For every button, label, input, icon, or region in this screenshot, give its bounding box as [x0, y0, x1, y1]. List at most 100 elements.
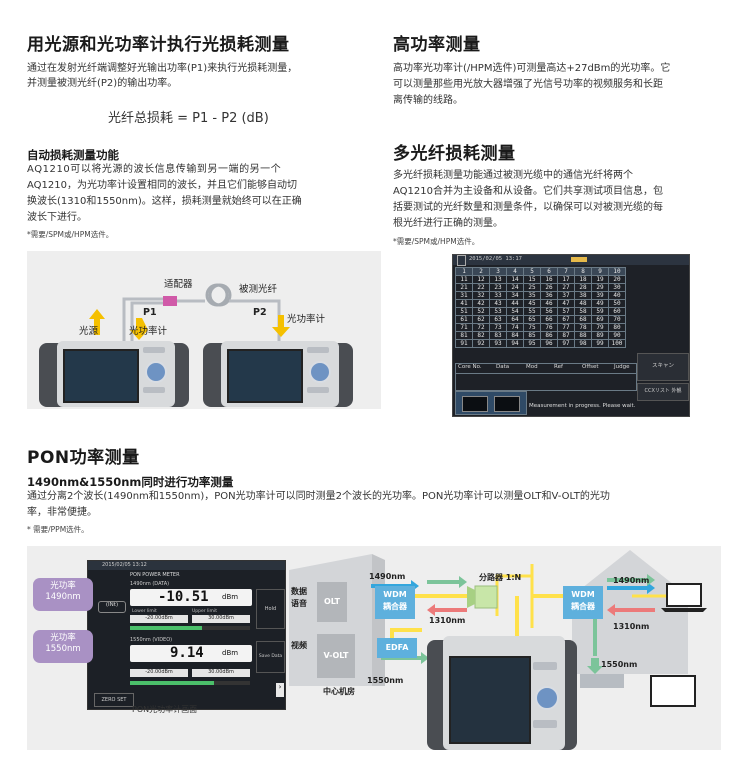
fiber-cell[interactable]: 17	[557, 275, 575, 284]
fiber-cell[interactable]: 8	[574, 267, 592, 276]
fiber-cell[interactable]: 77	[557, 323, 575, 332]
fiber-cell[interactable]: 27	[557, 283, 575, 292]
fiber-cell[interactable]: 24	[506, 283, 524, 292]
fiber-cell[interactable]: 72	[472, 323, 490, 332]
fiber-cell[interactable]: 84	[506, 331, 524, 340]
save-data-button[interactable]: Save Data	[256, 641, 285, 673]
fiber-cell[interactable]: 37	[557, 291, 575, 300]
fiber-cell[interactable]: 87	[557, 331, 575, 340]
fiber-cell[interactable]: 67	[557, 315, 575, 324]
fiber-cell[interactable]: 14	[506, 275, 524, 284]
ch2-lower-limit[interactable]: -20.00dBm	[130, 669, 188, 677]
fiber-cell[interactable]: 79	[591, 323, 609, 332]
fiber-cell[interactable]: 78	[574, 323, 592, 332]
fiber-cell[interactable]: 45	[523, 299, 541, 308]
fiber-cell[interactable]: 57	[557, 307, 575, 316]
hold-button[interactable]: Hold	[256, 589, 285, 629]
fiber-cell[interactable]: 76	[540, 323, 558, 332]
fiber-cell[interactable]: 75	[523, 323, 541, 332]
fiber-cell[interactable]: 20	[608, 275, 626, 284]
fiber-cell[interactable]: 26	[540, 283, 558, 292]
fiber-cell[interactable]: 96	[540, 339, 558, 348]
fiber-cell[interactable]: 85	[523, 331, 541, 340]
fiber-cell[interactable]: 43	[489, 299, 507, 308]
fiber-cell[interactable]: 44	[506, 299, 524, 308]
fiber-cell[interactable]: 5	[523, 267, 541, 276]
fiber-cell[interactable]: 9	[591, 267, 609, 276]
fiber-cell[interactable]: 53	[489, 307, 507, 316]
fiber-cell[interactable]: 54	[506, 307, 524, 316]
fiber-cell[interactable]: 35	[523, 291, 541, 300]
fiber-cell[interactable]: 19	[591, 275, 609, 284]
fiber-cell[interactable]: 11	[455, 275, 473, 284]
fiber-cell[interactable]: 39	[591, 291, 609, 300]
fiber-cell[interactable]: 42	[472, 299, 490, 308]
ch1-upper-limit[interactable]: 30.00dBm	[192, 615, 250, 623]
fiber-cell[interactable]: 63	[489, 315, 507, 324]
fiber-cell[interactable]: 69	[591, 315, 609, 324]
fiber-cell[interactable]: 100	[608, 339, 626, 348]
fiber-cell[interactable]: 89	[591, 331, 609, 340]
scan-button[interactable]: スキャン	[637, 353, 689, 381]
fiber-cell[interactable]: 23	[489, 283, 507, 292]
fiber-cell[interactable]: 4	[506, 267, 524, 276]
fiber-cell[interactable]: 48	[574, 299, 592, 308]
fiber-cell[interactable]: 41	[455, 299, 473, 308]
fiber-cell[interactable]: 60	[608, 307, 626, 316]
fiber-cell[interactable]: 10	[608, 267, 626, 276]
fiber-cell[interactable]: 55	[523, 307, 541, 316]
fiber-cell[interactable]: 71	[455, 323, 473, 332]
fiber-cell[interactable]: 3	[489, 267, 507, 276]
fiber-cell[interactable]: 40	[608, 291, 626, 300]
fiber-cell[interactable]: 31	[455, 291, 473, 300]
fiber-cell[interactable]: 92	[472, 339, 490, 348]
fiber-cell[interactable]: 15	[523, 275, 541, 284]
fiber-cell[interactable]: 47	[557, 299, 575, 308]
fiber-cell[interactable]: 50	[608, 299, 626, 308]
fiber-cell[interactable]: 58	[574, 307, 592, 316]
fiber-cell[interactable]: 99	[591, 339, 609, 348]
fiber-cell[interactable]: 38	[574, 291, 592, 300]
fiber-cell[interactable]: 30	[608, 283, 626, 292]
fiber-cell[interactable]: 22	[472, 283, 490, 292]
ch2-upper-limit[interactable]: 30.00dBm	[192, 669, 250, 677]
fiber-cell[interactable]: 93	[489, 339, 507, 348]
fiber-cell[interactable]: 83	[489, 331, 507, 340]
fiber-cell[interactable]: 90	[608, 331, 626, 340]
fiber-cell[interactable]: 59	[591, 307, 609, 316]
fiber-cell[interactable]: 52	[472, 307, 490, 316]
fiber-cell[interactable]: 7	[557, 267, 575, 276]
fiber-cell[interactable]: 80	[608, 323, 626, 332]
fiber-cell[interactable]: 51	[455, 307, 473, 316]
fiber-cell[interactable]: 86	[540, 331, 558, 340]
fiber-cell[interactable]: 1	[455, 267, 473, 276]
fiber-cell[interactable]: 25	[523, 283, 541, 292]
next-arrow-icon[interactable]: ›	[276, 683, 284, 697]
fiber-cell[interactable]: 6	[540, 267, 558, 276]
fiber-cell[interactable]: 95	[523, 339, 541, 348]
fiber-cell[interactable]: 62	[472, 315, 490, 324]
fiber-cell[interactable]: 82	[472, 331, 490, 340]
fiber-cell[interactable]: 36	[540, 291, 558, 300]
fiber-cell[interactable]: 12	[472, 275, 490, 284]
fiber-cell[interactable]: 70	[608, 315, 626, 324]
fiber-cell[interactable]: 21	[455, 283, 473, 292]
fiber-cell[interactable]: 46	[540, 299, 558, 308]
fiber-cell[interactable]: 61	[455, 315, 473, 324]
fiber-cell[interactable]: 32	[472, 291, 490, 300]
fiber-cell[interactable]: 68	[574, 315, 592, 324]
fiber-cell[interactable]: 13	[489, 275, 507, 284]
fiber-cell[interactable]: 81	[455, 331, 473, 340]
fiber-cell[interactable]: 56	[540, 307, 558, 316]
fiber-cell[interactable]: 28	[574, 283, 592, 292]
fiber-cell[interactable]: 97	[557, 339, 575, 348]
fiber-cell[interactable]: 16	[540, 275, 558, 284]
fiber-cell[interactable]: 64	[506, 315, 524, 324]
fiber-cell[interactable]: 74	[506, 323, 524, 332]
fiber-cell[interactable]: 91	[455, 339, 473, 348]
fiber-cell[interactable]: 2	[472, 267, 490, 276]
fiber-cell[interactable]: 66	[540, 315, 558, 324]
fiber-cell[interactable]: 88	[574, 331, 592, 340]
fiber-cell[interactable]: 73	[489, 323, 507, 332]
fiber-cell[interactable]: 49	[591, 299, 609, 308]
